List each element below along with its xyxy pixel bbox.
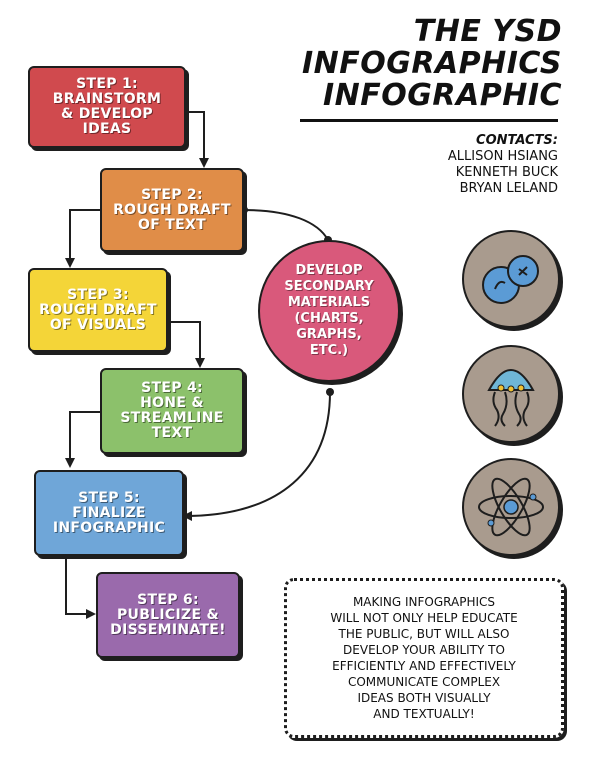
jellyfish-icon [462, 345, 560, 443]
contact-name: KENNETH BUCK [455, 165, 558, 180]
contacts-heading: CONTACTS: [476, 133, 558, 148]
cell-division-icon [462, 230, 560, 328]
step-2-box: STEP 2: ROUGH DRAFT OF TEXT [100, 168, 244, 252]
page-title: THE YSD INFOGRAPHICS INFOGRAPHIC [301, 14, 562, 113]
atom-icon [462, 458, 560, 556]
step-4-box: STEP 4: HONE & STREAMLINE TEXT [100, 368, 244, 454]
summary-note: MAKING INFOGRAPHICS WILL NOT ONLY HELP E… [284, 578, 564, 738]
step-3-box: STEP 3: ROUGH DRAFT OF VISUALS [28, 268, 168, 352]
arrow-secondary-step5 [182, 391, 331, 521]
arrow-step2-secondary [243, 209, 329, 241]
arrow-step1-step2 [186, 111, 209, 168]
step-5-box: STEP 5: FINALIZE INFOGRAPHIC [34, 470, 184, 556]
arrow-step4-step5 [65, 411, 100, 468]
contact-name: BRYAN LELAND [459, 181, 558, 196]
title-underline [300, 119, 558, 122]
secondary-materials-circle: DEVELOP SECONDARY MATERIALS (CHARTS, GRA… [258, 240, 400, 382]
step-1-box: STEP 1: BRAINSTORM & DEVELOP IDEAS [28, 66, 186, 148]
step-6-box: STEP 6: PUBLICIZE & DISSEMINATE! [96, 572, 240, 658]
arrow-step2-step3 [65, 209, 100, 268]
arrow-step3-step4 [168, 321, 205, 368]
arrow-step5-step6 [65, 556, 96, 619]
contact-name: ALLISON HSIANG [447, 149, 558, 164]
contacts-block: CONTACTS: ALLISON HSIANG KENNETH BUCK BR… [448, 133, 558, 197]
